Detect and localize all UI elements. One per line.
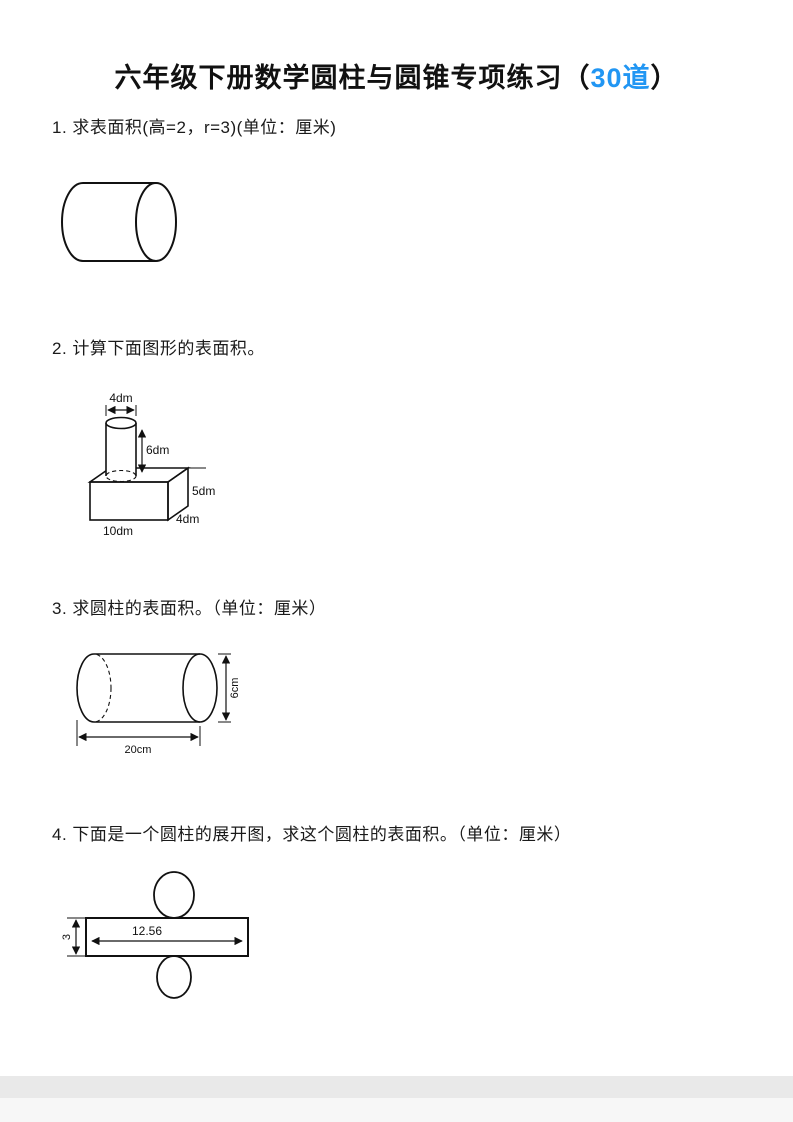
top-circle <box>153 871 195 919</box>
figure-2-composite-solid: 4dm 6dm 5dm 4dm 10dm <box>87 392 215 538</box>
problem-3-text: 3. 求圆柱的表面积。（单位：厘米） <box>52 599 327 618</box>
label-diameter: 6cm <box>229 678 241 699</box>
bottom-circle <box>156 955 192 999</box>
cylinder-right-face <box>135 182 177 262</box>
cylinder-body <box>76 653 218 723</box>
problem-4-text: 4. 下面是一个圆柱的展开图，求这个圆柱的表面积。（单位：厘米） <box>52 825 572 844</box>
dimension-top-diameter: 4dm <box>105 392 137 416</box>
label-box-depth: 4dm <box>176 512 199 526</box>
dimension-diameter: 6cm <box>218 653 241 723</box>
label-top-diameter: 4dm <box>109 392 132 405</box>
small-cylinder <box>105 416 137 483</box>
title-suffix: ） <box>650 63 679 93</box>
label-net-circumference: 12.56 <box>132 924 162 938</box>
label-length: 20cm <box>125 744 152 756</box>
label-box-height: 5dm <box>192 484 215 498</box>
dimension-length: 20cm <box>76 720 201 756</box>
title-text: 六年级下册数学圆柱与圆锥专项练习（ <box>114 63 591 93</box>
problem-1-text: 1. 求表面积(高=2，r=3)(单位：厘米) <box>52 118 337 137</box>
page-separator <box>0 1076 793 1098</box>
figure-3-cylinder: 6cm 20cm <box>76 653 241 756</box>
dimension-net-circumference: 12.56 <box>91 924 243 946</box>
hidden-left-face <box>76 653 112 723</box>
figure-1-cylinder <box>61 182 177 262</box>
cylinder-body-outline <box>61 182 156 262</box>
title-count-highlight: 30道 <box>590 63 651 93</box>
figure-4-cylinder-net: 3 12.56 <box>62 871 249 999</box>
dimension-cylinder-height: 6dm <box>137 429 169 473</box>
label-box-width: 10dm <box>103 524 133 538</box>
page-title: 六年级下册数学圆柱与圆锥专项练习（30道） <box>0 56 793 95</box>
cylinder-mask <box>106 423 136 476</box>
label-net-height: 3 <box>62 934 73 940</box>
dimension-net-height: 3 <box>62 917 86 957</box>
box-solid <box>87 466 206 522</box>
right-face <box>182 653 218 723</box>
label-cylinder-height: 6dm <box>146 443 169 457</box>
lateral-rectangle <box>85 917 249 957</box>
problem-2-text: 2. 计算下面图形的表面积。 <box>52 339 265 358</box>
next-page-top <box>0 1098 793 1122</box>
